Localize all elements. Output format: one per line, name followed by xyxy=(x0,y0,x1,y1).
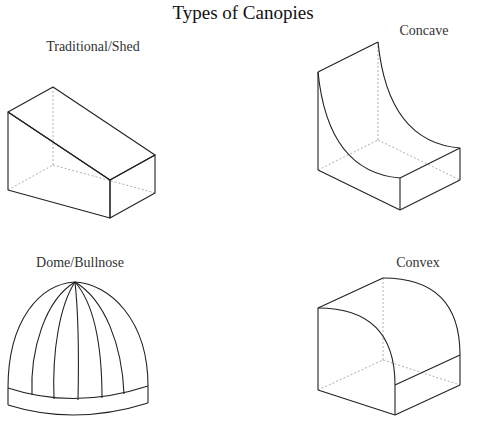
concave-canopy-drawing xyxy=(318,42,460,210)
convex-canopy-drawing xyxy=(318,278,460,415)
shed-canopy-drawing xyxy=(8,87,155,218)
canopy-type-label: Dome/Bullnose xyxy=(36,255,124,270)
canopy-type-label: Concave xyxy=(400,23,449,38)
canopy-type-label: Traditional/Shed xyxy=(46,39,140,54)
diagram-title: Types of Canopies xyxy=(172,3,313,24)
canopy-type-label: Convex xyxy=(396,255,440,270)
dome-canopy-drawing xyxy=(8,282,148,415)
